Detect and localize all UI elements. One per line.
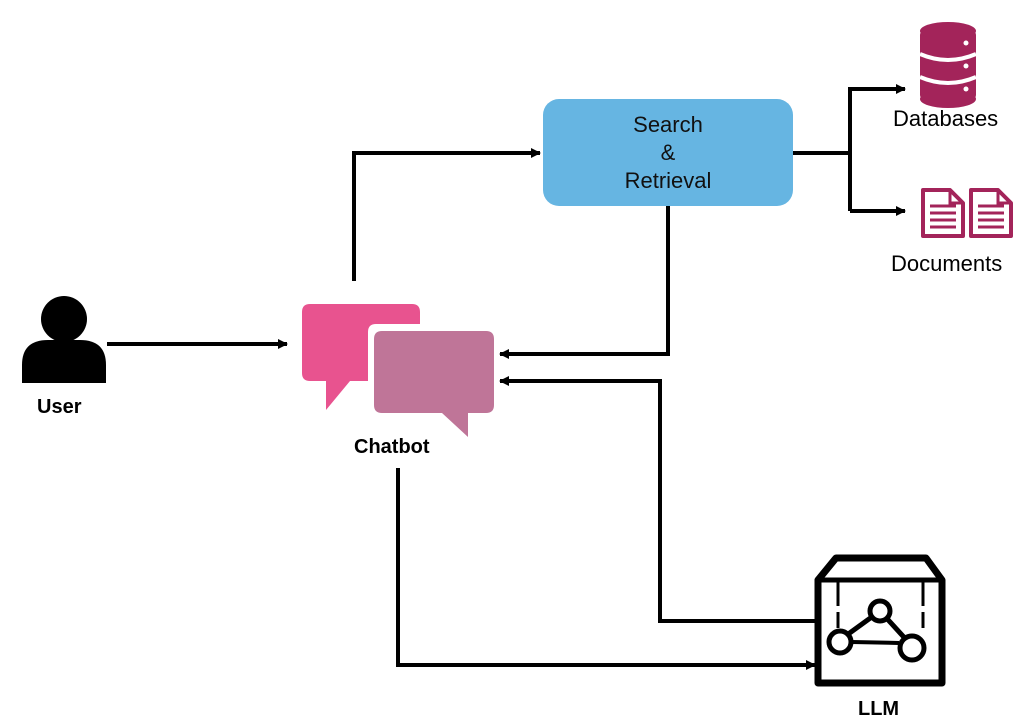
document-icon-2: [969, 188, 1013, 238]
search-retrieval-node: Search & Retrieval: [543, 99, 793, 206]
document-icon: [921, 188, 965, 238]
search-line-3: Retrieval: [624, 167, 712, 193]
llm-label: LLM: [858, 698, 900, 720]
search-line-1: Search: [633, 111, 703, 137]
llm-box-icon: [814, 554, 946, 687]
search-line-2: &: [660, 139, 676, 165]
databases-label: Databases: [893, 106, 999, 131]
arrow-chatbot-to-search: [352, 148, 541, 281]
user-icon: [22, 296, 106, 383]
database-icon: [919, 22, 977, 108]
arrow-chatbot-to-llm: [396, 468, 816, 670]
chatbot-label: Chatbot: [354, 436, 430, 458]
user-label: User: [37, 396, 82, 418]
documents-label: Documents: [891, 251, 1003, 276]
arrow-llm-to-chatbot: [499, 376, 818, 623]
arrow-search-to-chatbot: [499, 206, 670, 359]
chat-bubbles-icon: [302, 304, 501, 438]
